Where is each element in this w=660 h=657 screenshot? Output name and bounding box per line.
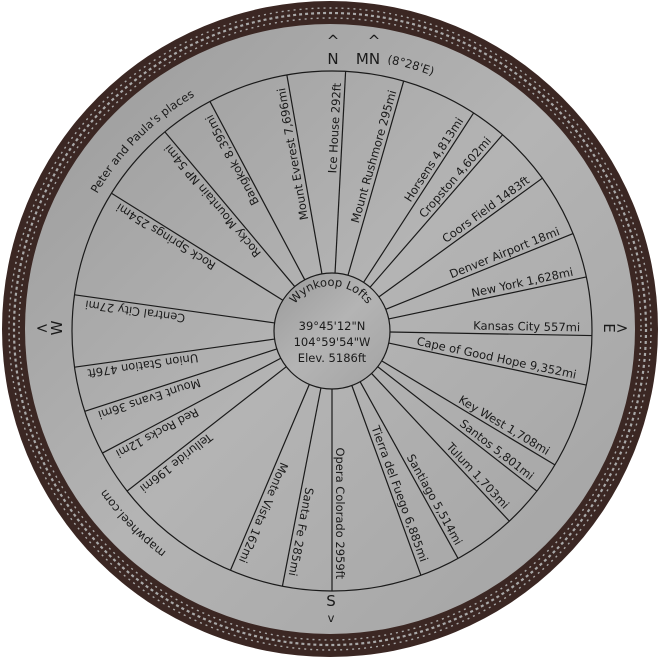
east-arrow-icon: > xyxy=(616,319,629,337)
spoke-line xyxy=(286,74,323,274)
border-pattern xyxy=(12,11,648,647)
spoke-line xyxy=(359,381,459,559)
spoke-line xyxy=(334,71,347,274)
magnetic-north-arrow-icon: ^ xyxy=(368,32,381,50)
center-circle xyxy=(273,272,391,390)
spoke-line xyxy=(389,331,592,337)
west-label: W xyxy=(48,320,66,335)
border-pattern xyxy=(8,7,652,651)
spoke-line xyxy=(347,80,405,276)
spoke-line xyxy=(164,131,296,287)
spoke-line xyxy=(84,348,278,412)
west-arrow-icon: < xyxy=(36,319,49,337)
spoke-line xyxy=(371,373,510,522)
spoke-line xyxy=(281,387,322,587)
spoke-line xyxy=(363,112,475,283)
spoke-line xyxy=(74,338,275,368)
magnetic-north-label: MN xyxy=(356,50,380,68)
spoke-line xyxy=(381,360,556,466)
spoke-line xyxy=(229,384,310,571)
spoke-line xyxy=(369,134,504,288)
spoke-line xyxy=(388,276,587,320)
spoke-line xyxy=(126,366,287,492)
spoke-line xyxy=(111,192,284,301)
north-arrow-icon: ^ xyxy=(327,32,340,50)
spoke-line xyxy=(209,101,306,281)
spoke-line xyxy=(102,357,282,454)
east-label: E xyxy=(600,323,618,332)
border-pattern xyxy=(18,17,642,641)
south-arrow-icon: v xyxy=(328,611,335,625)
spoke-line xyxy=(388,342,587,386)
south-label: S xyxy=(326,592,336,610)
spoke-line xyxy=(378,177,543,298)
spoke-label: Opera Colorado 2959ft xyxy=(333,447,347,579)
spoke-line xyxy=(351,385,422,576)
spoke-line xyxy=(385,233,574,310)
center-elevation: Elev. 5186ft xyxy=(298,351,367,365)
north-label: N xyxy=(327,50,338,68)
center-longitude: 104°59'54"W xyxy=(294,335,371,349)
spoke-line xyxy=(74,294,275,324)
center-latitude: 39°45'12"N xyxy=(299,319,366,333)
spoke-line xyxy=(377,366,538,492)
spoke-label: Kansas City 557mi xyxy=(473,318,580,334)
spoke-label: Ice House 292ft xyxy=(325,82,344,174)
